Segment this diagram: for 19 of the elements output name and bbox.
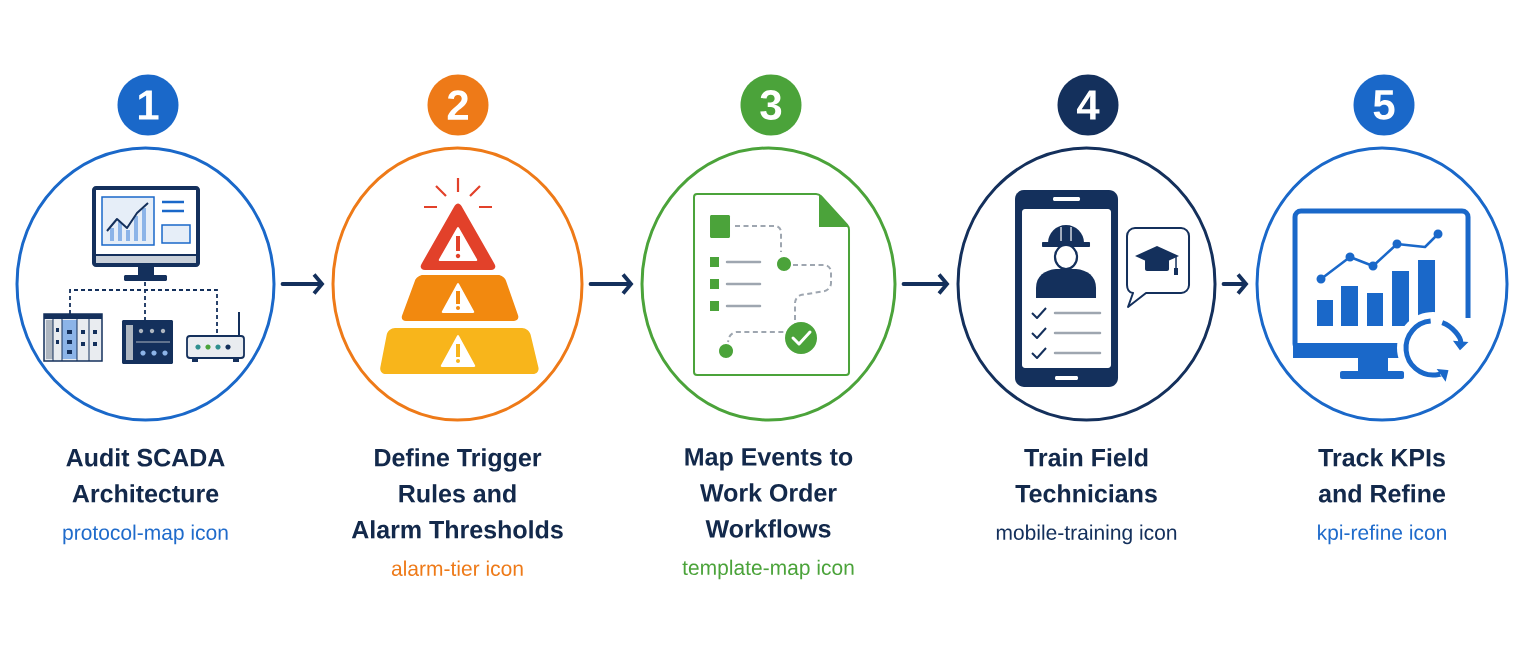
icon-caption: protocol-map icon <box>63 524 228 545</box>
arrow <box>588 273 634 295</box>
step-title: Map Events to Work Order Workflows <box>685 448 853 538</box>
number-badge: 4 <box>1057 74 1119 136</box>
step-title: Define Trigger Rules and Alarm Thresholds <box>351 448 563 539</box>
number-badge: 1 <box>117 74 179 136</box>
number-badge: 5 <box>1353 74 1415 136</box>
arrow <box>901 273 950 295</box>
step-title: Train Field Technicians <box>1015 448 1157 503</box>
number-badge: 2 <box>427 74 489 136</box>
number-badge: 3 <box>740 74 802 136</box>
arrow <box>1221 273 1249 295</box>
icon-caption: template-map icon <box>682 559 854 580</box>
step-title: Audit SCADA Architecture <box>66 448 225 503</box>
arrow <box>280 273 325 295</box>
icon-caption: mobile-training icon <box>996 524 1177 545</box>
icon-caption: kpi-refine icon <box>1318 524 1446 545</box>
step-title: Track KPIs and Refine <box>1318 448 1446 503</box>
icon-caption: alarm-tier icon <box>391 560 523 576</box>
